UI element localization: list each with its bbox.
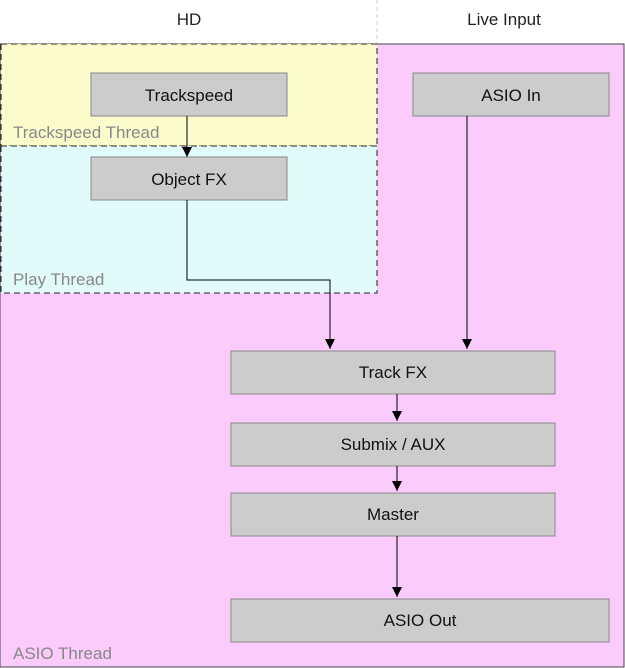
asio-thread-label: ASIO Thread [13,644,112,663]
trackspeed-box-label: Trackspeed [145,86,233,105]
trackspeed-box: Trackspeed [90,72,288,117]
arrow-object-fx-to-track-fx [186,200,335,349]
trackspeed-thread-label: Trackspeed Thread [13,123,159,142]
asio-in-box-label: ASIO In [481,86,541,105]
column-header-hd: HD [177,10,202,29]
asio-out-box-label: ASIO Out [384,611,457,630]
asio-out-box: ASIO Out [230,598,610,643]
object-fx-box: Object FX [90,156,288,201]
submix-aux-box: Submix / AUX [230,422,556,467]
master-box: Master [230,492,556,537]
object-fx-box-label: Object FX [151,170,227,189]
play-thread-label: Play Thread [13,270,104,289]
track-fx-box-label: Track FX [359,363,427,382]
submix-aux-box-label: Submix / AUX [341,435,446,454]
master-box-label: Master [367,505,419,524]
asio-in-box: ASIO In [412,72,610,117]
column-header-live-input: Live Input [467,10,541,29]
track-fx-box: Track FX [230,350,556,395]
